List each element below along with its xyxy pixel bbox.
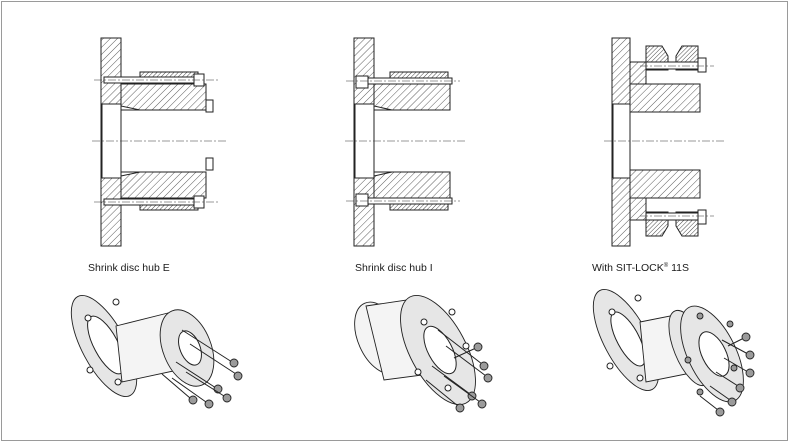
hub-neck-top <box>629 61 647 85</box>
pin-top <box>205 99 214 113</box>
pin-bottom <box>205 157 214 171</box>
isometric-view-hub-e <box>70 295 243 409</box>
registered-mark: ® <box>664 262 669 269</box>
section-view-hub-i <box>345 37 466 247</box>
hub-neck-bottom <box>629 197 647 221</box>
isometric-view-hub-i <box>354 294 493 413</box>
hub-body-top <box>629 83 701 113</box>
lock-screw-head-top <box>697 57 707 73</box>
lock-screw-top <box>645 61 705 70</box>
caption-hub-e: Shrink disc hub E <box>88 262 170 274</box>
screws <box>425 329 493 413</box>
section-view-sit-lock <box>604 37 724 247</box>
hub-sleeve-top <box>373 83 451 111</box>
screws <box>699 332 755 417</box>
section-view-hub-e <box>92 37 226 247</box>
hub-body-bottom <box>629 169 701 199</box>
screw-head-top <box>355 75 369 89</box>
screws <box>161 329 243 409</box>
hub-sleeve-bottom <box>120 171 207 199</box>
isometric-view-sit-lock <box>592 289 755 417</box>
hub-sleeve-bottom <box>373 171 451 199</box>
screw-head-bottom <box>355 193 369 207</box>
lock-screw-bottom <box>645 212 705 221</box>
caption-sit-lock: With SIT-LOCK® 11S <box>592 262 689 274</box>
caption-hub-i: Shrink disc hub I <box>355 262 433 274</box>
lock-screw-head-bottom <box>697 209 707 225</box>
hub-sleeve-top <box>120 83 207 111</box>
caption-sit-lock-prefix: With SIT-LOCK <box>592 262 664 274</box>
caption-sit-lock-suffix: 11S <box>668 262 689 274</box>
